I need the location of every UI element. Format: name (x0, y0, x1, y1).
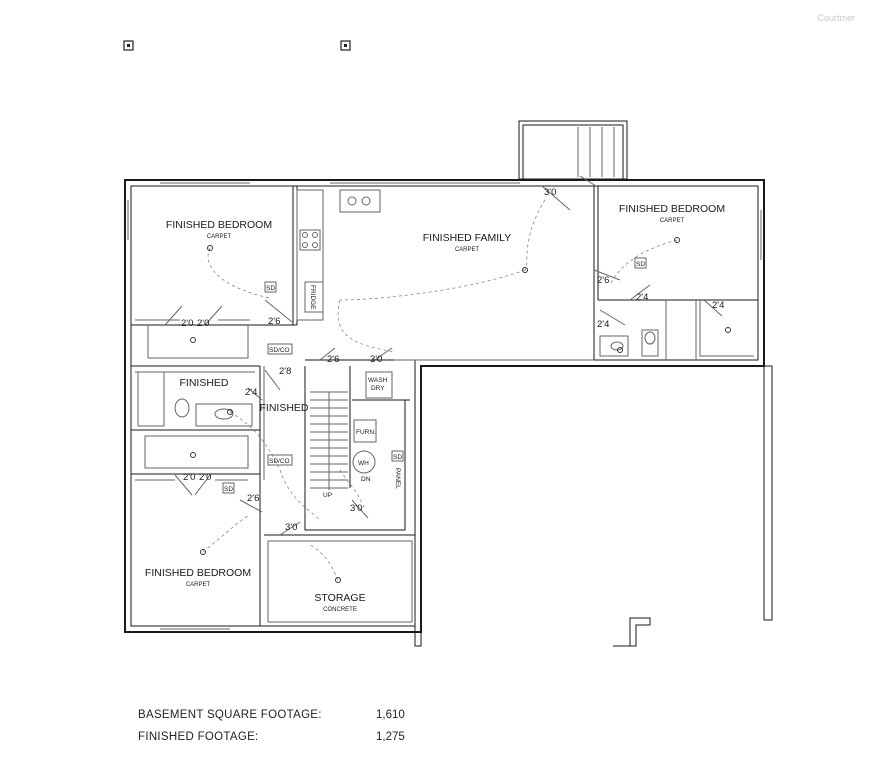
room-floor-storage: CONCRETE (323, 607, 357, 613)
door-dimensions: 2'0 2'0 2'6 2'6 3'0 2'8 2'4 2'0 2'0 2'6 … (181, 187, 724, 533)
room-label-family: FINISHED FAMILY (423, 232, 512, 244)
room-label-hall: FINISHED (259, 402, 308, 414)
door-dim: 2'4 (597, 319, 609, 330)
door-swings (164, 175, 723, 536)
room-label-bedroom-ne: FINISHED BEDROOM (619, 203, 725, 215)
stair-down-label: DN (361, 476, 371, 483)
smoke-detector-utility: SD (393, 454, 402, 461)
basement-footage-label: BASEMENT SQUARE FOOTAGE: (138, 709, 322, 721)
finished-footage-label: FINISHED FOOTAGE: (138, 731, 259, 743)
registration-marks (123, 40, 351, 51)
door-dim: 2'6 (247, 493, 259, 504)
fridge-label: FRIDGE (309, 285, 316, 310)
door-dim: 3'0 (544, 187, 556, 198)
door-dim: 2'4 (712, 300, 724, 311)
room-label-bedroom-nw: FINISHED BEDROOM (166, 219, 272, 231)
room-floor-bedroom-sw: CARPET (186, 582, 211, 588)
room-label-storage: STORAGE (314, 592, 365, 604)
room-floor-bedroom-nw: CARPET (207, 234, 232, 240)
room-label-bedroom-sw: FINISHED BEDROOM (145, 567, 251, 579)
door-dim: 2'6 (327, 354, 339, 365)
water-heater-label: WH (358, 460, 369, 467)
furnace-label: FURN. (356, 429, 376, 436)
door-dim: 2'0 (197, 318, 209, 329)
smoke-detector-ne: SD (636, 261, 645, 268)
room-floor-family: CARPET (455, 247, 480, 253)
finished-footage-value: 1,275 (376, 731, 405, 743)
door-dim: 2'8 (279, 366, 291, 377)
basement-footage-value: 1,610 (376, 709, 405, 721)
electrical-circuits (202, 199, 678, 581)
smoke-detector-nw: SD (266, 285, 275, 292)
smoke-detector-sw: SD (224, 486, 233, 493)
door-dim: 2'0 (183, 472, 195, 483)
door-dim: 2'6 (597, 275, 609, 286)
interior-walls (131, 186, 758, 626)
door-dim: 2'0 (181, 318, 193, 329)
door-dim: 3'0 (370, 354, 382, 365)
smoke-co-detector-2: SD/CO (269, 458, 290, 465)
dry-label: DRY (371, 385, 385, 392)
door-dim: 2'6 (268, 316, 280, 327)
device-boxes (222, 257, 647, 494)
door-dim: 3'0 (285, 522, 297, 533)
room-label-bath-w: FINISHED (179, 377, 228, 389)
door-dim: 2'4 (636, 292, 648, 303)
wash-label: WASH (368, 377, 388, 384)
smoke-co-detector-1: SD/CO (269, 347, 290, 354)
door-dim: 2'0 (199, 472, 211, 483)
door-dim: 2'4 (245, 387, 257, 398)
room-floor-bedroom-ne: CARPET (660, 218, 685, 224)
light-fixtures (190, 237, 731, 583)
panel-label: PANEL (394, 468, 401, 489)
stair-up-label: UP (323, 492, 332, 499)
exterior-stair (518, 120, 628, 180)
watermark: Courtmer (817, 13, 855, 23)
door-dim: 3'0 (350, 503, 362, 514)
